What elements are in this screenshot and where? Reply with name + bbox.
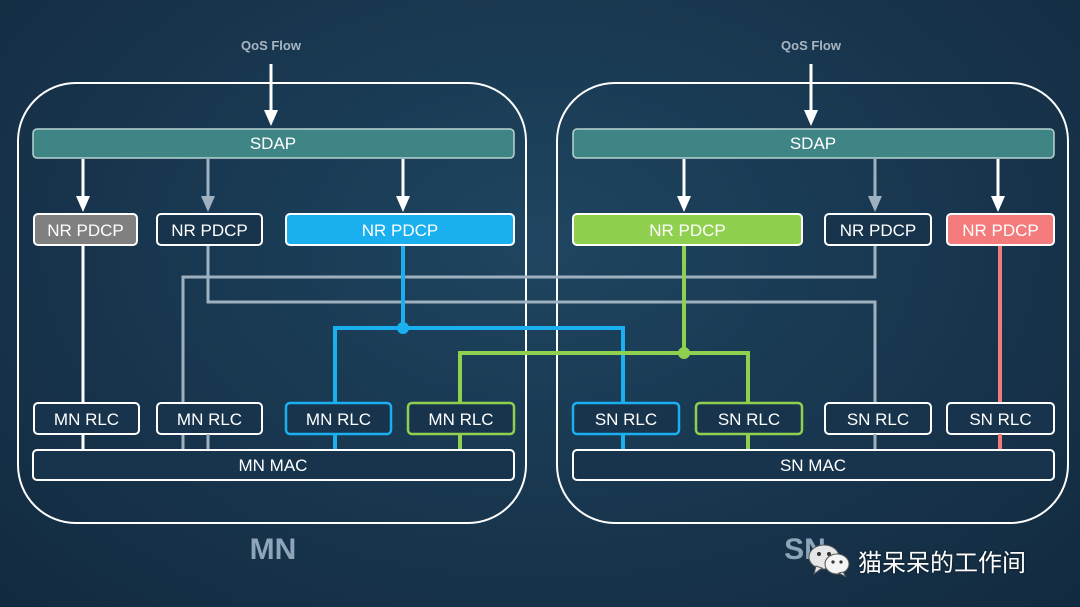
- blue-split-bearer: [333, 246, 625, 450]
- sn-rlc-3: SN RLC: [824, 402, 932, 435]
- split-bearer-line-a: [181, 246, 877, 450]
- sn-sdap-box: SDAP: [572, 128, 1055, 159]
- mn-rlc-4-green: MN RLC: [406, 401, 516, 436]
- sn-rlc-1-blue: SN RLC: [571, 401, 681, 436]
- svg-text:NR PDCP: NR PDCP: [171, 221, 248, 240]
- svg-text:NR PDCP: NR PDCP: [962, 221, 1039, 240]
- svg-text:SDAP: SDAP: [790, 134, 836, 153]
- svg-text:NR PDCP: NR PDCP: [362, 221, 439, 240]
- green-split-bearer: [458, 246, 750, 450]
- svg-text:SN RLC: SN RLC: [969, 410, 1031, 429]
- svg-text:SN RLC: SN RLC: [595, 410, 657, 429]
- svg-text:MN RLC: MN RLC: [428, 410, 493, 429]
- svg-text:SDAP: SDAP: [250, 134, 296, 153]
- qos-flow-label-mn: QoS Flow: [241, 38, 302, 53]
- svg-text:MN RLC: MN RLC: [177, 410, 242, 429]
- rlc-to-mac-connectors: [81, 434, 1002, 450]
- mn-pdcp-gray: NR PDCP: [33, 213, 138, 246]
- sn-rlc-4: SN RLC: [946, 402, 1055, 435]
- svg-text:MN RLC: MN RLC: [306, 410, 371, 429]
- mn-rlc-2: MN RLC: [156, 402, 263, 435]
- mn-rlc-1: MN RLC: [33, 402, 140, 435]
- sn-pdcp-outline: NR PDCP: [824, 213, 932, 246]
- mn-pdcp-outline: NR PDCP: [156, 213, 263, 246]
- split-bearer-line-b: [206, 246, 877, 450]
- sn-sdap-to-pdcp-arrows: [677, 159, 1005, 212]
- mn-sdap-box: SDAP: [32, 128, 515, 159]
- svg-text:SN RLC: SN RLC: [847, 410, 909, 429]
- svg-text:SN MAC: SN MAC: [780, 456, 846, 475]
- svg-text:NR PDCP: NR PDCP: [47, 221, 124, 240]
- svg-text:SN RLC: SN RLC: [718, 410, 780, 429]
- mn-rlc-3-blue: MN RLC: [284, 401, 393, 436]
- sn-pdcp-red: NR PDCP: [946, 213, 1055, 246]
- svg-text:NR PDCP: NR PDCP: [840, 221, 917, 240]
- qos-flow-label-sn: QoS Flow: [781, 38, 842, 53]
- svg-text:MN RLC: MN RLC: [54, 410, 119, 429]
- watermark-text: 猫呆呆的工作间: [858, 548, 1026, 577]
- sn-mac-box: SN MAC: [572, 449, 1055, 481]
- mn-pdcp-blue: NR PDCP: [285, 213, 515, 246]
- svg-text:NR PDCP: NR PDCP: [649, 221, 726, 240]
- mn-mac-box: MN MAC: [32, 449, 515, 481]
- sn-rlc-2-green: SN RLC: [694, 401, 804, 436]
- wechat-watermark: 猫呆呆的工作间: [808, 540, 1058, 580]
- mn-sdap-to-pdcp-arrows: [76, 159, 410, 212]
- qos-flow-arrow-sn: [804, 64, 818, 126]
- sn-pdcp-green: NR PDCP: [572, 213, 803, 246]
- wechat-icon: [808, 543, 850, 579]
- qos-flow-arrow-mn: [264, 64, 278, 126]
- svg-text:MN MAC: MN MAC: [239, 456, 308, 475]
- mn-node-label: MN: [250, 533, 297, 566]
